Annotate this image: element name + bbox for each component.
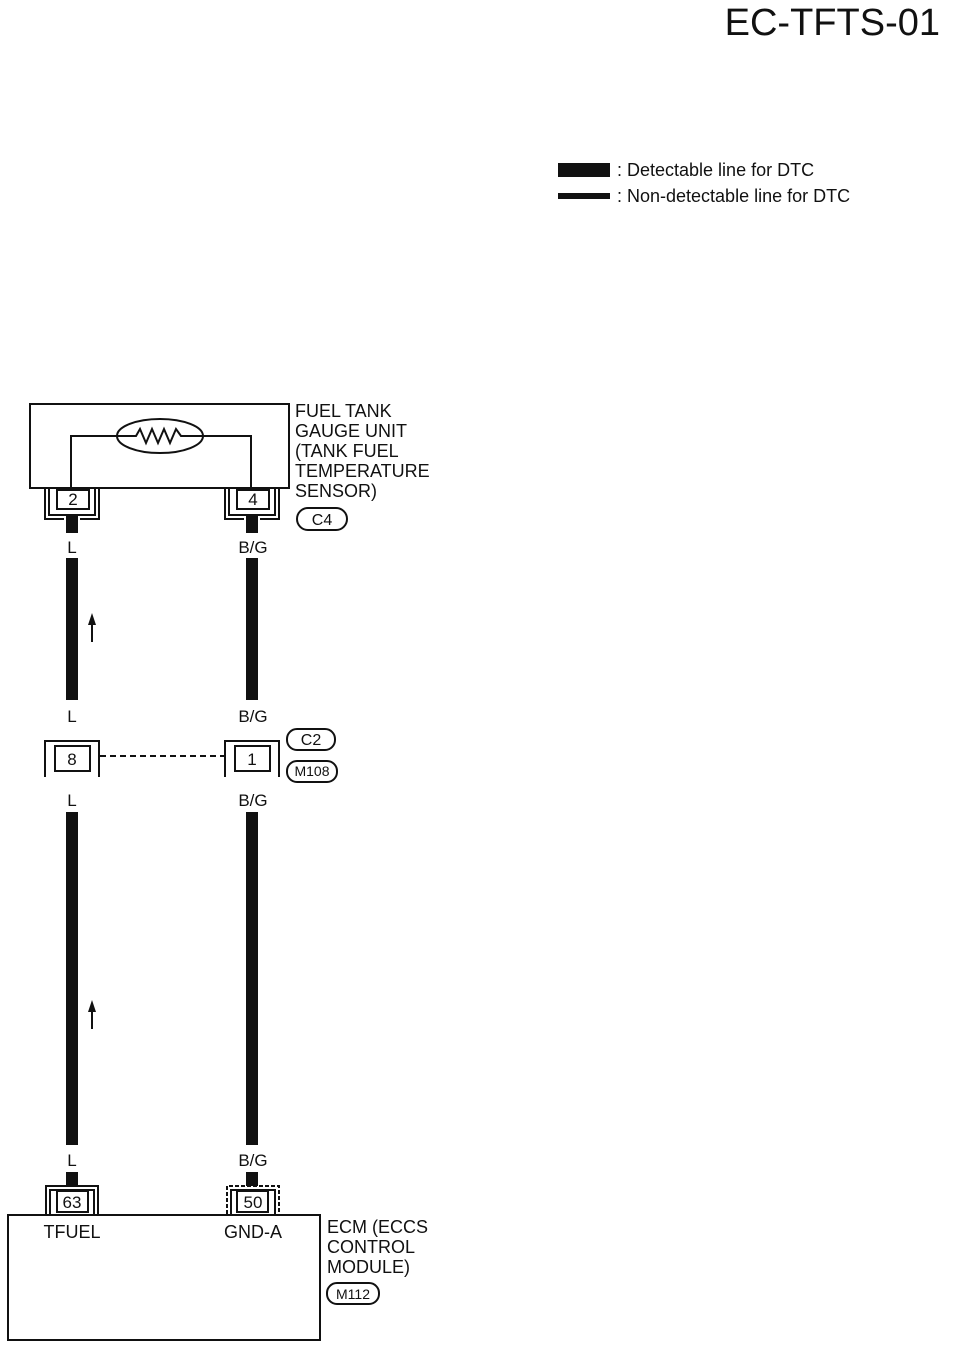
- legend-non-detectable-line-swatch: [558, 193, 610, 199]
- wire-color-label-left-2: L: [67, 707, 76, 726]
- fuel-tank-gauge-unit-label-line-1: FUEL TANK: [295, 401, 392, 421]
- wire-color-label-right-4: B/G: [238, 1151, 267, 1170]
- legend-detectable-line-swatch: [558, 163, 610, 177]
- legend-detectable-label: : Detectable line for DTC: [617, 160, 814, 180]
- temperature-sensor-resistor-symbol: [116, 418, 204, 454]
- wire-stub-left-top: [66, 515, 78, 533]
- connector-pin-2: 2: [44, 489, 100, 520]
- ecm-terminal-tfuel: TFUEL: [43, 1222, 100, 1242]
- ecm-label-line-1: ECM (ECCS: [327, 1217, 428, 1237]
- connector-badge-m112-text: M112: [336, 1286, 370, 1302]
- connector-pin-1: 1: [224, 740, 280, 777]
- wire-color-label-left-4: L: [67, 1151, 76, 1170]
- pin-50-number: 50: [244, 1193, 263, 1212]
- legend-non-detectable-label: : Non-detectable line for DTC: [617, 186, 850, 206]
- connector-pin-63: 63: [45, 1185, 99, 1214]
- pin-63-number: 63: [63, 1193, 82, 1212]
- wire-stub-left-ecm: [66, 1172, 78, 1186]
- connector-pin-50: 50: [226, 1185, 280, 1214]
- connector-pin-8: 8: [44, 740, 100, 777]
- connector-badge-c4: C4: [296, 507, 348, 531]
- wire-l-upper: [66, 558, 78, 700]
- wire-stub-right-ecm: [246, 1172, 258, 1186]
- legend: : Detectable line for DTC : Non-detectab…: [558, 160, 850, 206]
- connector-badge-c4-text: C4: [312, 512, 333, 529]
- pin-1-number: 1: [247, 750, 256, 769]
- wire-bg-upper: [246, 558, 258, 700]
- wire-stub-right-top: [246, 515, 258, 533]
- connector-badge-c2: C2: [286, 728, 336, 751]
- ecm-module: TFUEL GND-A ECM (ECCS CONTROL MODULE) M1…: [7, 1214, 428, 1341]
- connector-badge-m112: M112: [326, 1282, 380, 1305]
- pin-8-number: 8: [67, 750, 76, 769]
- wire-color-label-right-3: B/G: [238, 791, 267, 810]
- connector-badge-m108: M108: [286, 760, 338, 783]
- wire-bg-lower: [246, 812, 258, 1145]
- ecm-label-line-3: MODULE): [327, 1257, 410, 1277]
- connector-badge-c2-text: C2: [301, 732, 322, 749]
- wire-color-label-left-3: L: [67, 791, 76, 810]
- ecm-terminal-gnd-a: GND-A: [224, 1222, 282, 1242]
- wire-color-label-right-2: B/G: [238, 707, 267, 726]
- junction-connector: 8 1 C2 M108: [44, 728, 338, 783]
- ecm-box: [7, 1214, 321, 1341]
- connector-pin-4: 4: [224, 489, 280, 520]
- sensor-internal-wire-right: [203, 435, 252, 488]
- sensor-internal-wire-left: [70, 435, 117, 488]
- connector-badge-m108-text: M108: [294, 763, 329, 779]
- diagram-title: EC-TFTS-01: [725, 2, 940, 44]
- fuel-tank-gauge-unit-label-line-2: GAUGE UNIT: [295, 421, 407, 441]
- wire-color-label-left-1: L: [67, 538, 76, 557]
- fuel-tank-gauge-unit-box: [29, 403, 290, 489]
- signal-direction-arrow-upper: [88, 613, 96, 642]
- wire-color-label-right-1: B/G: [238, 538, 267, 557]
- wire-l-lower: [66, 812, 78, 1145]
- fuel-tank-gauge-unit: FUEL TANK GAUGE UNIT (TANK FUEL TEMPERAT…: [29, 401, 430, 531]
- ecm-label-line-2: CONTROL: [327, 1237, 415, 1257]
- pin-4-number: 4: [248, 490, 257, 509]
- pin-2-number: 2: [68, 490, 77, 509]
- signal-direction-arrow-lower: [88, 1000, 96, 1029]
- fuel-tank-gauge-unit-label-line-3: (TANK FUEL: [295, 441, 399, 461]
- fuel-tank-gauge-unit-label-line-5: SENSOR): [295, 481, 377, 501]
- fuel-tank-gauge-unit-label-line-4: TEMPERATURE: [295, 461, 430, 481]
